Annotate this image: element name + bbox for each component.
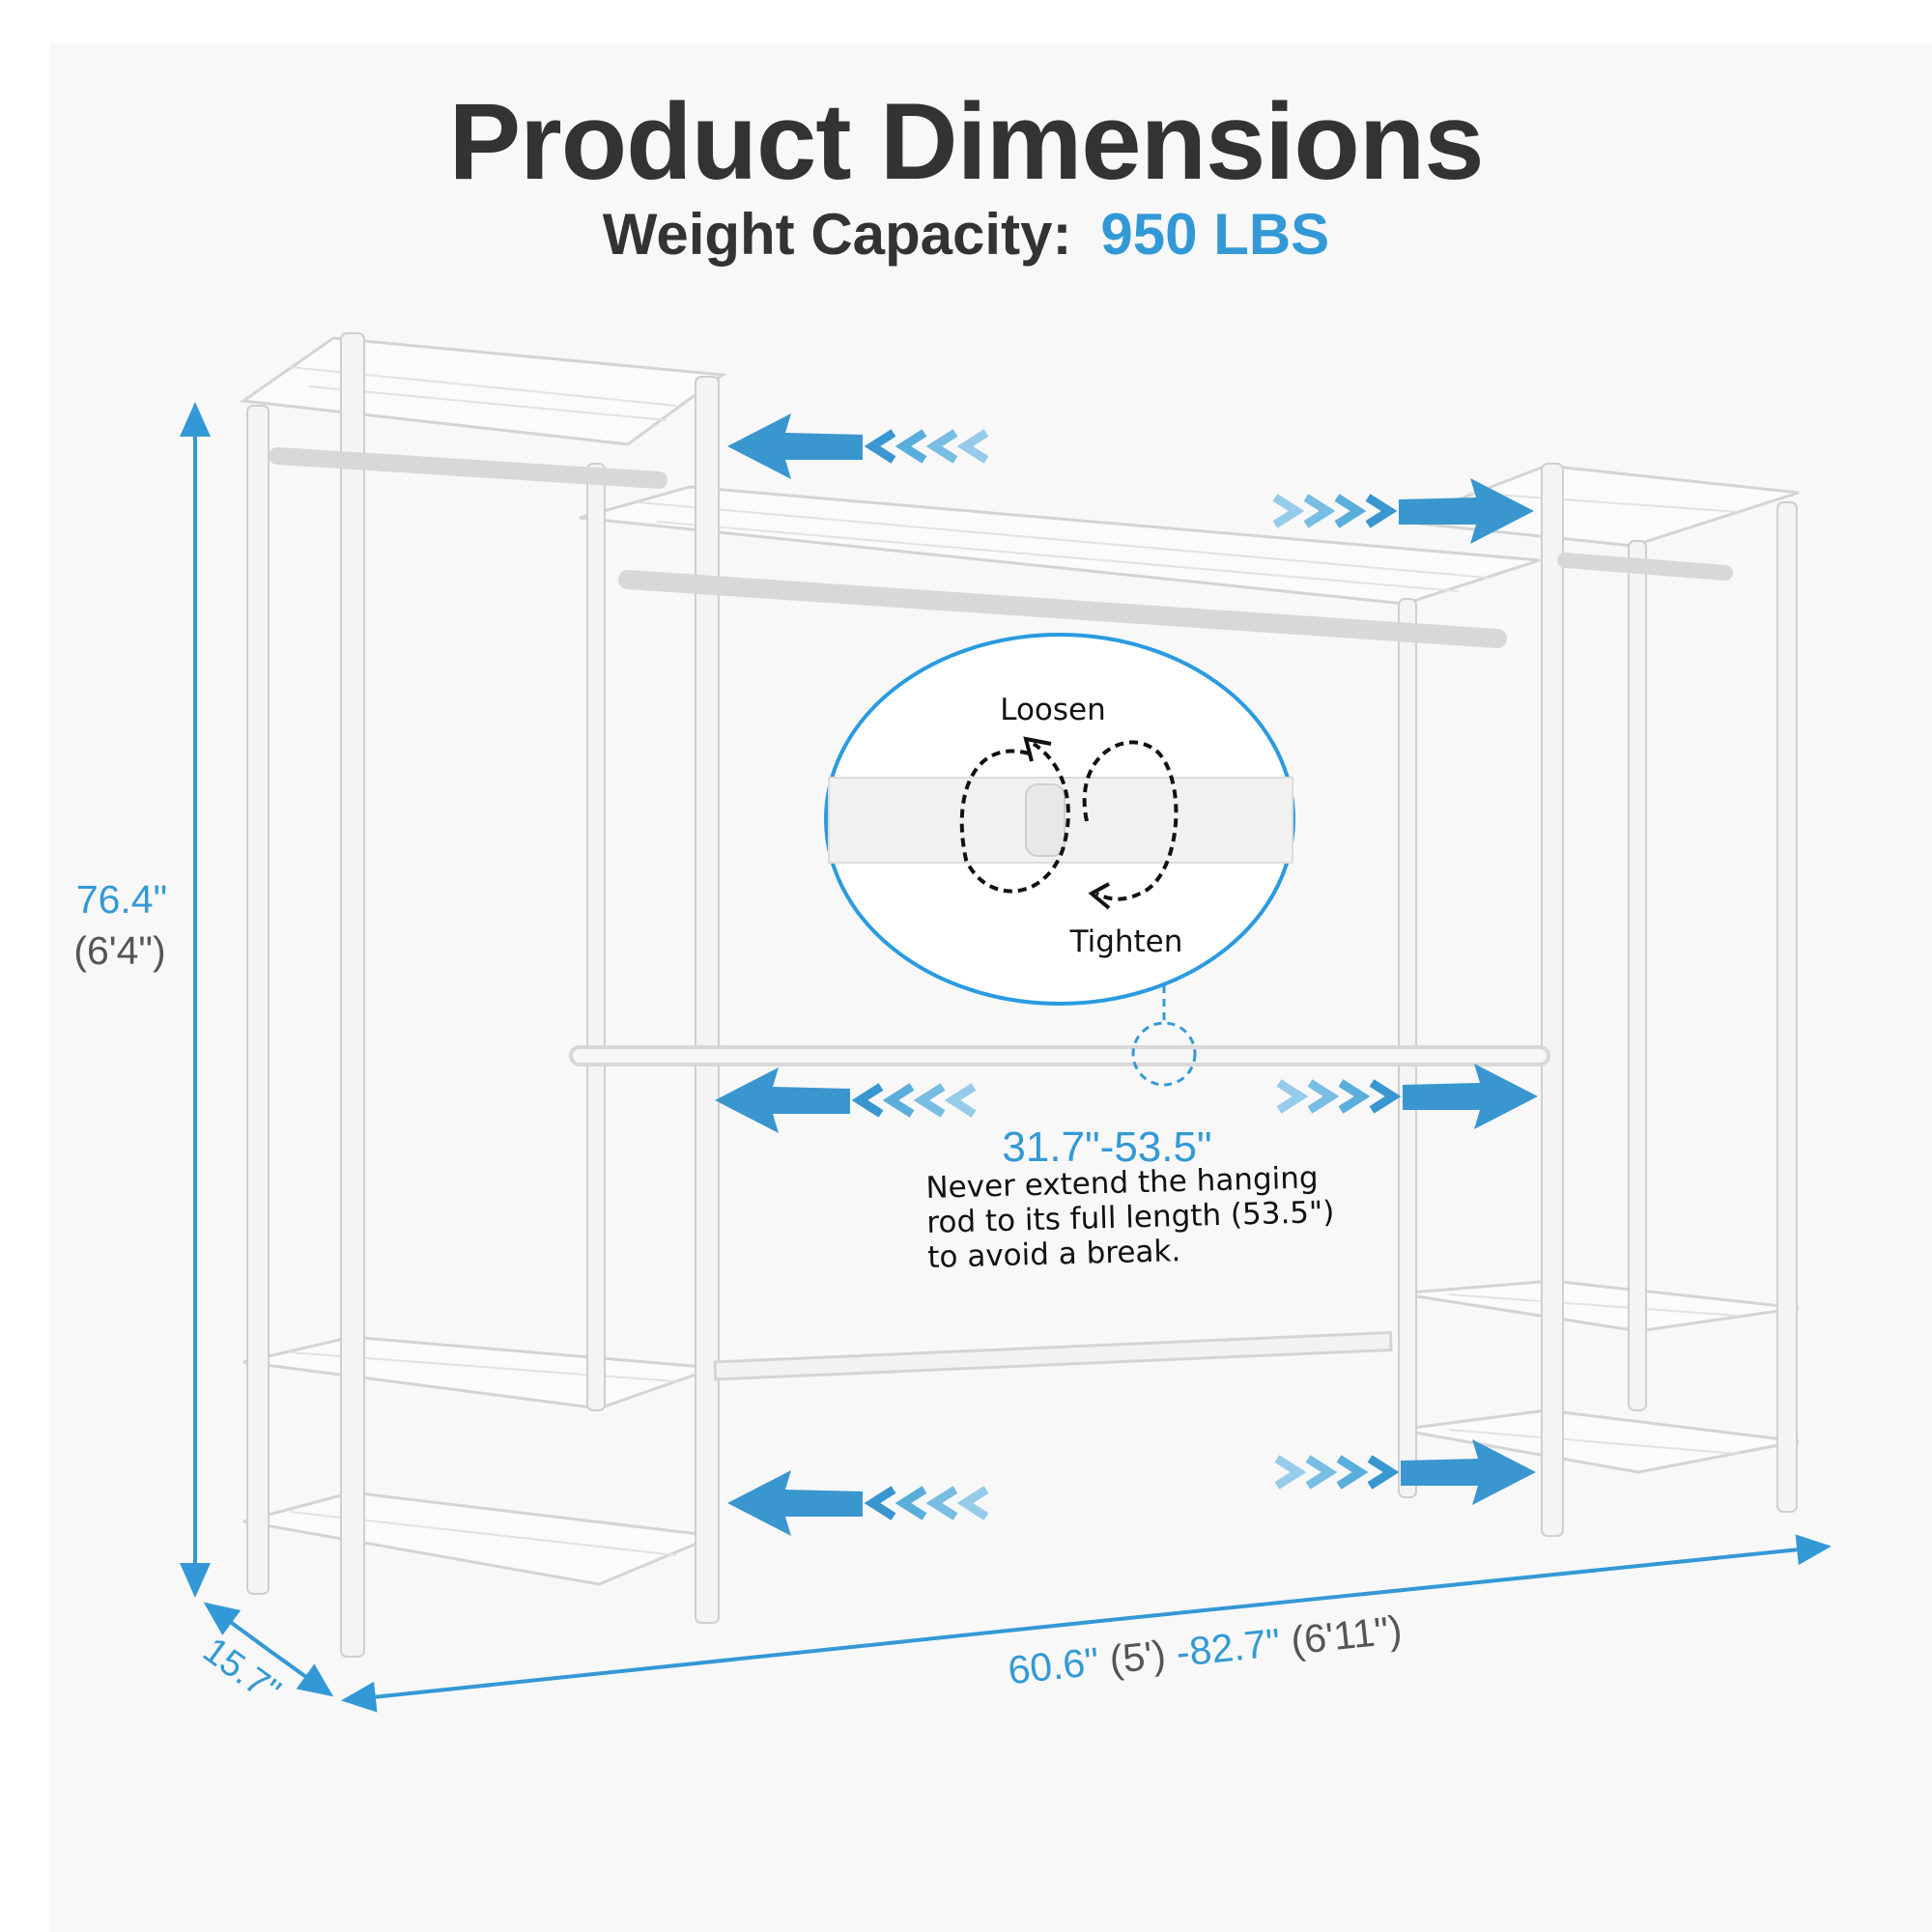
hanging-rod-top (618, 570, 1507, 648)
expand-arrow-bottom-left (727, 1470, 986, 1536)
width-max-feet: (6'11") (1289, 1607, 1404, 1663)
shelf-left-bottom-1 (242, 1335, 716, 1410)
tighten-arrowhead-icon (1088, 882, 1111, 910)
weight-capacity-value: 950 LBS (1100, 202, 1330, 267)
depth-dimension-line (203, 1602, 270, 1652)
width-max: -82.7" (1174, 1620, 1282, 1675)
rod-warning-note: Never extend the hanging rod to its full… (925, 1160, 1336, 1275)
shelf-left-bottom-2 (242, 1491, 721, 1586)
width-dimension-line (341, 1621, 1083, 1713)
width-value: 60.6" (5') -82.7" (6'11") (1006, 1607, 1404, 1693)
loosen-arrow-icon (959, 740, 1179, 901)
depth-value: 15.7" (195, 1630, 287, 1712)
loosen-label: Loosen (1000, 693, 1106, 727)
shelf-middle-top (579, 485, 1541, 606)
loosen-arrowhead-icon (1023, 736, 1052, 762)
page-title: Product Dimensions (448, 81, 1484, 202)
weight-capacity: Weight Capacity: 950 LBS (0, 201, 1932, 268)
callout-target-circle (1131, 1021, 1197, 1087)
rod-detail-callout: Loosen Tighten (824, 633, 1295, 1006)
bottom-connector-bar (713, 1330, 1393, 1381)
height-value: 76.4" (76, 877, 167, 922)
hanging-rod-left (269, 447, 668, 489)
width-min-feet: (5') (1107, 1632, 1167, 1682)
width-min: 60.6" (1006, 1639, 1101, 1693)
hanging-rod-right (1557, 553, 1733, 581)
expand-arrow-top-left (727, 413, 986, 479)
expand-arrow-middle-left (715, 1067, 974, 1133)
tighten-label: Tighten (1069, 924, 1183, 959)
shelf-left-top (239, 336, 727, 446)
rod-range-value: 31.7"-53.5" (1002, 1123, 1211, 1171)
height-feet: (6'4") (73, 928, 165, 973)
weight-capacity-label: Weight Capacity: (602, 202, 1072, 267)
